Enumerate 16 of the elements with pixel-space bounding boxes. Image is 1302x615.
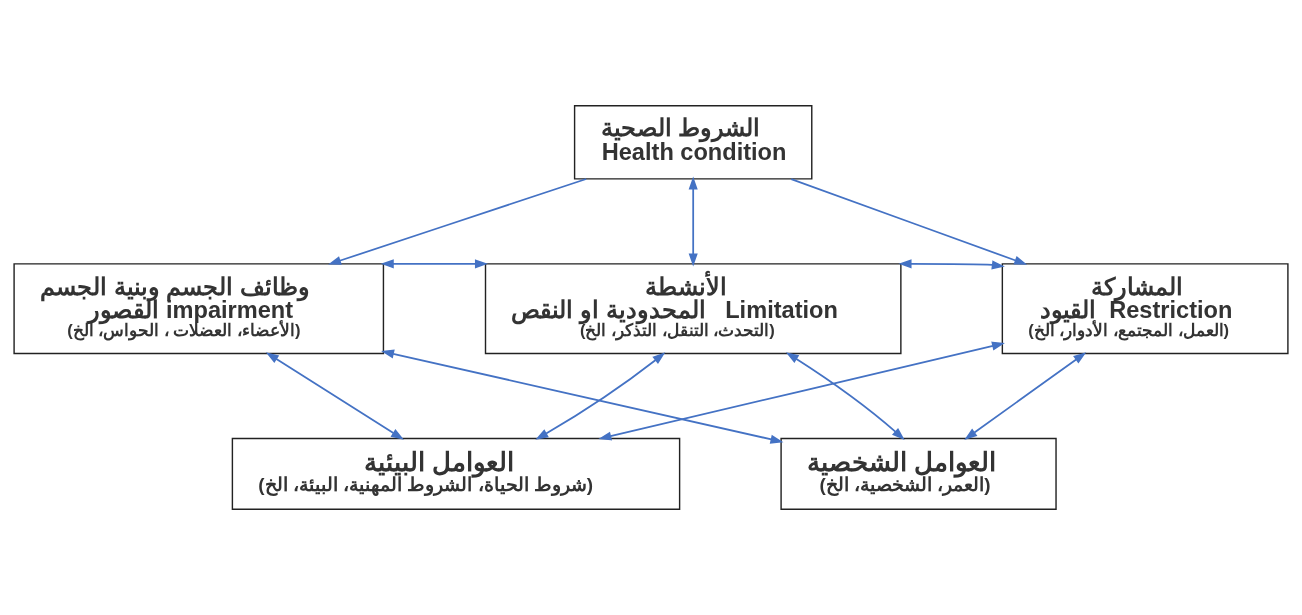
node-box: المشاركة القيود Restriction (العمل، المجتمع، الأدوار، الخ) xyxy=(1001,263,1289,355)
arrow xyxy=(688,176,698,267)
arrow xyxy=(964,352,1087,440)
arrow xyxy=(898,259,1005,270)
node-box: العوامل البيئية (شروط الحياة، الشروط المهنية، البيئة، الخ) xyxy=(231,437,681,510)
arrow xyxy=(790,178,1028,265)
node-box: الأنشطة المحدودية او النقص Limitation (التحدث، التنقل، التذكر، الخ) xyxy=(484,263,902,355)
arrow xyxy=(785,352,905,441)
arrow xyxy=(598,341,1005,441)
arrow xyxy=(380,259,488,269)
node-box: العوامل الشخصية (العمر، الشخصية، الخ) xyxy=(780,437,1057,510)
arrow xyxy=(535,352,666,440)
arrow xyxy=(265,352,404,440)
arrow xyxy=(381,349,784,444)
node-box: وظائف الجسم وبنية الجسم القصور impairment (الأعضاء، العضلات ، الحواس، الخ) xyxy=(13,263,385,355)
arrow xyxy=(328,178,588,265)
